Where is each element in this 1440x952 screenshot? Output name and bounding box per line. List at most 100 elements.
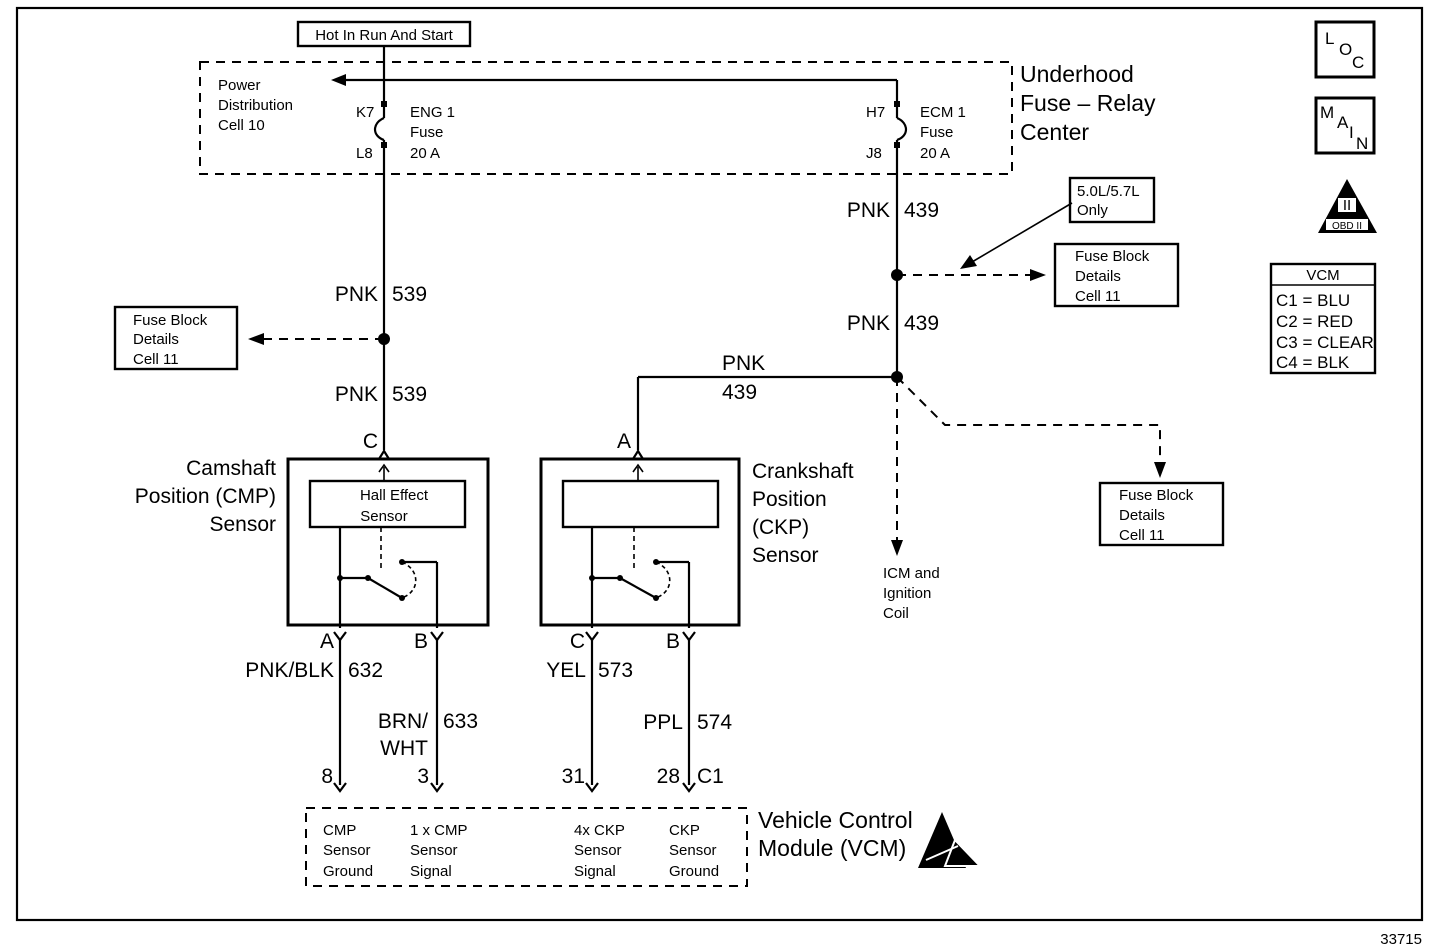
power-distribution-label: Power Distribution Cell 10: [218, 77, 293, 134]
svg-text:L8: L8: [356, 145, 373, 162]
vehicle-control-module: CMP Sensor Ground 1 x CMP Sensor Signal …: [305, 807, 983, 887]
svg-text:YEL: YEL: [546, 659, 586, 682]
hot-label: Hot In Run And Start: [315, 27, 453, 44]
arrow-right-icon: [1030, 269, 1046, 281]
svg-text:31: 31: [562, 765, 585, 788]
svg-text:PNK: PNK: [335, 383, 378, 406]
svg-text:PNK: PNK: [335, 283, 378, 306]
svg-text:M: M: [1320, 103, 1334, 122]
svg-text:O: O: [1339, 40, 1352, 59]
svg-text:WHT: WHT: [380, 737, 428, 760]
fuse-block-ref-right-bottom: [1098, 481, 1225, 547]
svg-text:Underhood: Underhood: [1020, 61, 1134, 87]
svg-text:Only: Only: [1077, 202, 1108, 219]
fuse-center-title: Underhood Fuse – Relay Center: [1020, 61, 1156, 145]
svg-text:OBD II: OBD II: [1332, 221, 1362, 232]
svg-text:Sensor: Sensor: [360, 508, 408, 525]
svg-text:PPL: PPL: [643, 711, 683, 734]
svg-text:Fuse Block: Fuse Block: [1119, 487, 1194, 504]
svg-text:Cell 10: Cell 10: [218, 117, 265, 134]
svg-text:Cell 11: Cell 11: [133, 351, 179, 368]
fuse-block-ref-right-top: [1053, 242, 1180, 308]
svg-text:C1: C1: [697, 765, 724, 788]
svg-text:4x CKP: 4x CKP: [574, 822, 625, 839]
svg-text:C: C: [363, 430, 378, 453]
circuit-439: PNK 439 PNK 439 PNK 439: [636, 199, 1166, 556]
arrow-down-icon: [1154, 462, 1166, 478]
svg-text:ENG 1: ENG 1: [410, 104, 455, 121]
crankshaft-sensor: A C B Crankshaft Position (CKP) Sensor: [539, 430, 854, 653]
svg-text:574: 574: [697, 711, 732, 734]
svg-text:A: A: [320, 630, 334, 653]
engine-note-box: [1068, 176, 1156, 224]
svg-text:Crankshaft: Crankshaft: [752, 460, 854, 483]
svg-text:1 x CMP: 1 x CMP: [410, 822, 468, 839]
svg-text:CMP: CMP: [323, 822, 356, 839]
arrow-down-icon: [891, 540, 903, 556]
svg-text:28: 28: [657, 765, 680, 788]
svg-text:PNK/BLK: PNK/BLK: [245, 659, 334, 682]
svg-text:Position (CMP): Position (CMP): [135, 485, 276, 508]
svg-text:C2 = RED: C2 = RED: [1276, 312, 1353, 331]
svg-text:539: 539: [392, 383, 427, 406]
svg-text:8: 8: [321, 765, 333, 788]
svg-text:C3 = CLEAR: C3 = CLEAR: [1276, 333, 1374, 352]
leader-arrow-icon: [960, 255, 977, 269]
svg-text:C4 = BLK: C4 = BLK: [1276, 353, 1350, 372]
svg-text:Fuse – Relay: Fuse – Relay: [1020, 90, 1156, 116]
fuse-center-box: [199, 61, 1013, 175]
svg-text:Ground: Ground: [669, 863, 719, 880]
svg-text:PNK: PNK: [847, 199, 890, 222]
svg-text:A: A: [617, 430, 631, 453]
svg-text:C: C: [1352, 53, 1364, 72]
camshaft-sensor: C Hall Effect Sensor A B Camshaft Positi…: [135, 430, 490, 653]
hall-effect-sensor: [308, 479, 467, 529]
svg-text:20 A: 20 A: [410, 145, 440, 162]
svg-text:II: II: [1343, 197, 1351, 214]
svg-text:Cell 11: Cell 11: [1075, 288, 1121, 305]
svg-text:J8: J8: [866, 145, 882, 162]
vcm-connector-legend: VCM C1 = BLU C2 = RED C3 = CLEAR C4 = BL…: [1269, 262, 1377, 375]
svg-text:632: 632: [348, 659, 383, 682]
svg-text:5.0L/5.7L: 5.0L/5.7L: [1077, 183, 1140, 200]
svg-text:Sensor: Sensor: [323, 842, 371, 859]
svg-text:B: B: [666, 630, 680, 653]
svg-text:Ignition: Ignition: [883, 585, 931, 602]
ckp-sensing-element: [561, 479, 720, 529]
svg-text:439: 439: [904, 312, 939, 335]
svg-text:ECM 1: ECM 1: [920, 104, 966, 121]
svg-text:Details: Details: [1075, 268, 1121, 285]
svg-text:Fuse: Fuse: [920, 124, 953, 141]
svg-text:Details: Details: [1119, 507, 1165, 524]
svg-text:I: I: [1349, 123, 1354, 142]
svg-text:Fuse Block: Fuse Block: [133, 312, 208, 329]
svg-text:CKP: CKP: [669, 822, 700, 839]
svg-text:Sensor: Sensor: [574, 842, 622, 859]
ecm1-fuse: H7 J8 ECM 1 Fuse 20 A: [866, 80, 966, 377]
svg-text:N: N: [1356, 134, 1368, 153]
svg-text:Sensor: Sensor: [410, 842, 458, 859]
svg-text:3: 3: [417, 765, 429, 788]
svg-text:Center: Center: [1020, 119, 1089, 145]
svg-text:Cell 11: Cell 11: [1119, 527, 1165, 544]
fuse-block-ref-left: [113, 305, 239, 371]
svg-text:539: 539: [392, 283, 427, 306]
svg-text:PNK: PNK: [847, 312, 890, 335]
svg-text:A: A: [1337, 113, 1349, 132]
svg-text:Distribution: Distribution: [218, 97, 293, 114]
svg-text:Signal: Signal: [574, 863, 616, 880]
arrow-left-icon: [248, 333, 264, 345]
engine-note-leader: [971, 202, 1073, 263]
icm-label: ICM and Ignition Coil: [883, 565, 940, 622]
drawing-number: 33715: [1380, 931, 1422, 948]
svg-text:573: 573: [598, 659, 633, 682]
vcm-wires: PNK/BLK 632 BRN/ WHT 633 YEL 573 PPL 574…: [245, 640, 732, 793]
svg-text:C1 = BLU: C1 = BLU: [1276, 291, 1350, 310]
loc-icon: L O C: [1314, 20, 1376, 79]
svg-text:BRN/: BRN/: [378, 710, 428, 733]
diagram-frame: [15, 6, 1424, 922]
svg-text:Position: Position: [752, 488, 827, 511]
svg-text:Camshaft: Camshaft: [186, 457, 276, 480]
svg-text:L: L: [1325, 29, 1334, 48]
svg-text:Power: Power: [218, 77, 261, 94]
